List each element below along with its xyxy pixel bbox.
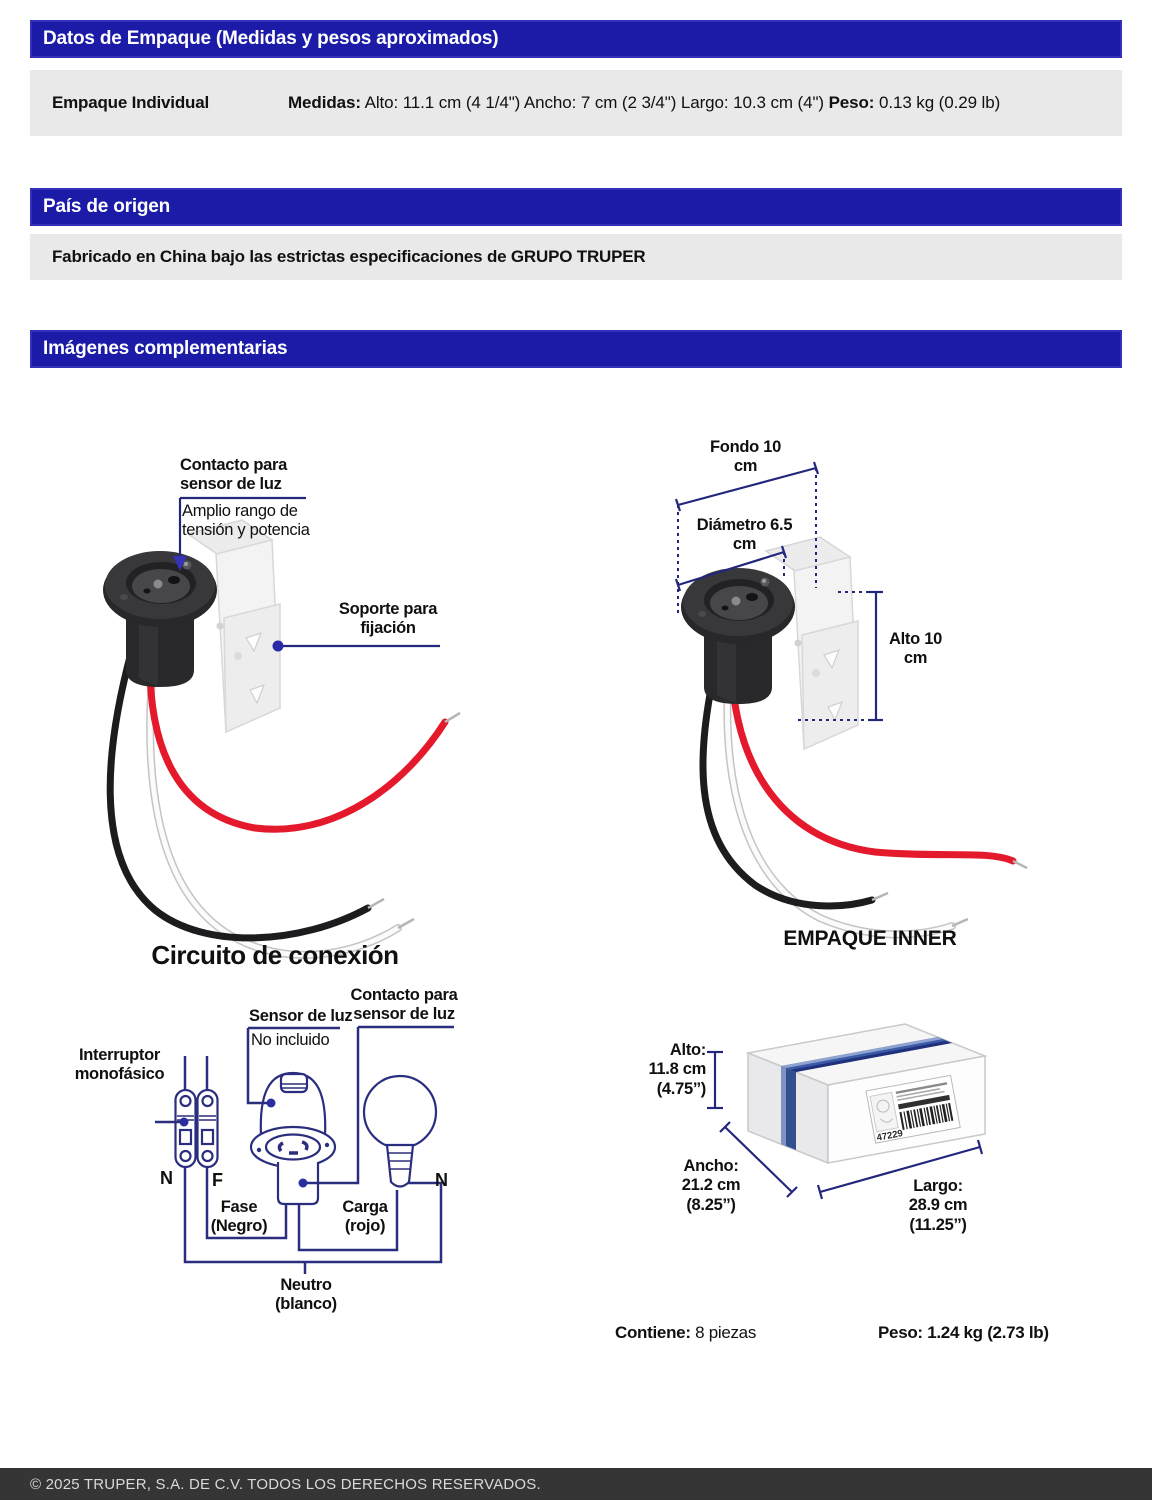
label-fondo: Fondo 10 cm bbox=[710, 438, 781, 476]
barcode-icon bbox=[899, 1102, 954, 1130]
wire-red bbox=[146, 616, 449, 833]
figure-producto-svg bbox=[102, 496, 461, 959]
inner-svg: 47229 bbox=[707, 1023, 988, 1200]
label-contiene: Contiene: 8 piezas bbox=[615, 1323, 756, 1343]
label-peso-inner: Peso: 1.24 kg (2.73 lb) bbox=[878, 1323, 1049, 1343]
label-alto: Alto 10 cm bbox=[889, 630, 942, 668]
label-n-left: N bbox=[160, 1168, 173, 1188]
label-diametro: Diámetro 6.5 cm bbox=[696, 516, 793, 554]
photocell bbox=[102, 519, 281, 733]
breaker bbox=[174, 1088, 219, 1169]
ancho-in: (8.25’’) bbox=[686, 1195, 736, 1214]
label-f: F bbox=[212, 1170, 223, 1190]
largo-in: (11.25’’) bbox=[909, 1215, 967, 1234]
circuit-wires bbox=[183, 1056, 443, 1274]
label-inner-ancho: Ancho: 21.2 cm (8.25’’) bbox=[668, 1157, 754, 1215]
dim-alto bbox=[798, 590, 883, 722]
figure-circuito: Circuito de conexión Contacto para senso… bbox=[50, 940, 480, 1325]
bulb-drawing bbox=[362, 1074, 438, 1188]
circuit-pointers bbox=[155, 1025, 454, 1188]
copyright-text: © 2025 TRUPER, S.A. DE C.V. TODOS LOS DE… bbox=[30, 1476, 541, 1493]
inner-dimensions bbox=[707, 1050, 984, 1200]
label-carga: Carga (rojo) bbox=[342, 1198, 388, 1236]
dim-fondo bbox=[674, 461, 820, 615]
circuito-title: Circuito de conexión bbox=[151, 940, 399, 970]
label-interruptor: Interruptor monofásico bbox=[74, 1046, 165, 1084]
figure-producto: Contacto para sensor de luz Amplio rango… bbox=[60, 430, 540, 970]
figure-medidas: Fondo 10 cm Diámetro 6.5 cm Alto 10 cm bbox=[620, 420, 1090, 980]
label-neutro: Neutro (blanco) bbox=[275, 1276, 337, 1314]
peso-value: 0.13 kg (0.29 lb) bbox=[874, 92, 1001, 112]
medidas-value: Alto: 11.1 cm (4 1/4") Ancho: 7 cm (2 3/… bbox=[360, 92, 829, 112]
box-code: 47229 bbox=[876, 1128, 904, 1144]
callout-contacto bbox=[173, 496, 306, 571]
empaque-row-label: Empaque Individual bbox=[52, 93, 209, 112]
label-inner-alto: Alto: 11.8 cm (4.75’’) bbox=[624, 1041, 706, 1099]
callout-soporte bbox=[272, 640, 440, 652]
wires bbox=[699, 628, 1028, 939]
wire-white bbox=[147, 617, 401, 958]
peso-inner-label: Peso: bbox=[878, 1323, 923, 1342]
alto-cm: 11.8 cm bbox=[648, 1060, 706, 1079]
label-sensor: Sensor de luz bbox=[249, 1007, 353, 1025]
box-drawing: 47229 bbox=[745, 1023, 988, 1165]
label-soporte-fijacion: Soporte para fijación bbox=[338, 600, 438, 638]
dim-diametro bbox=[674, 545, 788, 592]
empaque-row-text: Medidas: Alto: 11.1 cm (4 1/4") Ancho: 7… bbox=[288, 70, 1120, 136]
peso-label: Peso: bbox=[828, 92, 875, 112]
alto-label: Alto: bbox=[669, 1041, 706, 1059]
pointer-dot-icon bbox=[272, 640, 284, 652]
peso-inner-value: 1.24 kg (2.73 lb) bbox=[922, 1323, 1049, 1342]
arrow-down-icon bbox=[173, 556, 187, 571]
wire-red bbox=[727, 631, 1017, 865]
inner-title: EMPAQUE INNER bbox=[783, 927, 957, 950]
wire-black bbox=[106, 611, 372, 942]
ancho-label: Ancho: bbox=[683, 1157, 739, 1175]
ancho-cm: 21.2 cm bbox=[681, 1176, 741, 1195]
circuito-svg bbox=[155, 1025, 454, 1274]
label-amplio-rango: Amplio rango de tensión y potencia bbox=[182, 502, 310, 540]
sensor-drawing bbox=[249, 1071, 337, 1206]
tape bbox=[781, 1037, 952, 1072]
contiene-label: Contiene: bbox=[615, 1323, 691, 1342]
label-contacto-sensor: Contacto para sensor de luz bbox=[180, 456, 288, 494]
box-label: 47229 bbox=[865, 1074, 961, 1144]
section-title-imagenes: Imágenes complementarias bbox=[30, 330, 1122, 368]
label-contacto: Contacto para sensor de luz bbox=[350, 986, 458, 1024]
label-no-incluido: No incluido bbox=[251, 1031, 330, 1049]
section-title-pais-origen: País de origen bbox=[30, 188, 1122, 226]
contiene-value: 8 piezas bbox=[690, 1323, 757, 1342]
largo-label: Largo: bbox=[913, 1177, 963, 1195]
figure-empaque-inner: 47229 EMPAQUE INNER Alto: 11.8 cm (4.75’… bbox=[600, 915, 1140, 1355]
empaque-row: Empaque Individual Medidas: Alto: 11.1 c… bbox=[30, 70, 1122, 136]
footer-bar: © 2025 TRUPER, S.A. DE C.V. TODOS LOS DE… bbox=[0, 1468, 1152, 1500]
largo-cm: 28.9 cm bbox=[908, 1196, 968, 1215]
figure-medidas-svg bbox=[674, 461, 1028, 939]
origen-row: Fabricado en China bajo las estrictas es… bbox=[30, 234, 1122, 280]
section-title-datos-empaque: Datos de Empaque (Medidas y pesos aproxi… bbox=[30, 20, 1122, 58]
wire-black bbox=[699, 628, 876, 910]
label-n-right: N bbox=[435, 1170, 448, 1190]
wires bbox=[106, 611, 461, 959]
label-fase: Fase (Negro) bbox=[210, 1198, 268, 1236]
alto-in: (4.75’’) bbox=[656, 1079, 707, 1098]
label-inner-largo: Largo: 28.9 cm (11.25’’) bbox=[890, 1177, 986, 1235]
medidas-label: Medidas: bbox=[288, 92, 361, 112]
